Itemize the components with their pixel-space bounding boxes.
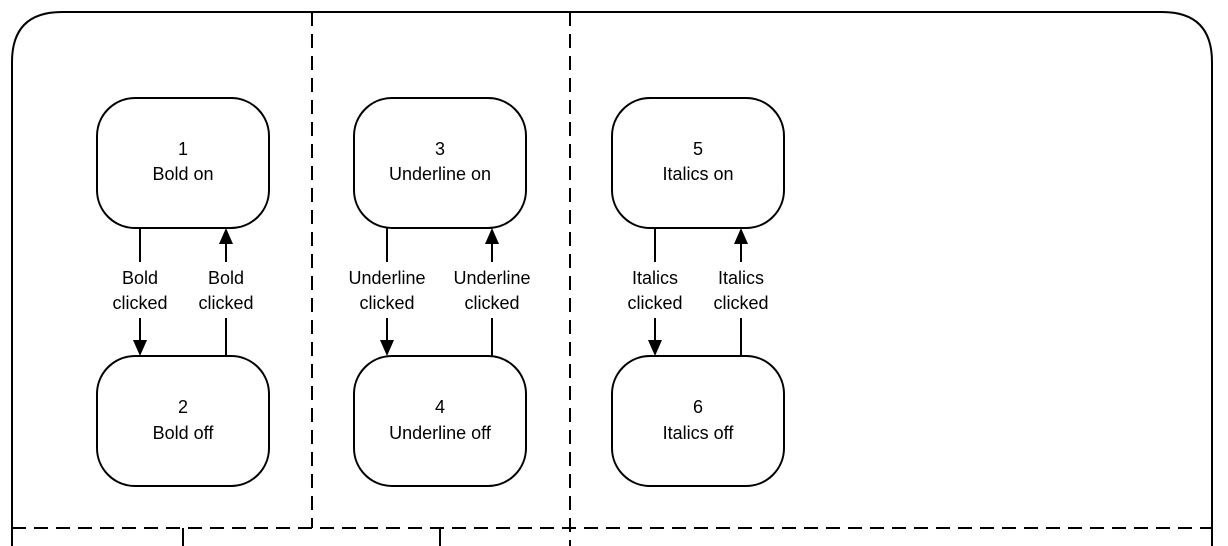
event-label: Italics	[718, 268, 764, 288]
state-number: 2	[178, 397, 188, 417]
state-number: 3	[435, 139, 445, 159]
event-label: Bold	[122, 268, 158, 288]
state-label: Bold off	[153, 423, 215, 443]
arrowhead-down	[648, 340, 662, 356]
state-box-underline-off	[353, 355, 527, 487]
state-number: 4	[435, 397, 445, 417]
outer-frame	[11, 11, 1213, 546]
state-label: Italics off	[663, 423, 735, 443]
event-label: clicked	[198, 293, 253, 313]
event-label: clicked	[112, 293, 167, 313]
event-label: clicked	[464, 293, 519, 313]
state-label: Italics on	[662, 164, 733, 184]
state-label: Underline off	[389, 423, 492, 443]
arrowhead-up	[485, 228, 499, 244]
arrowhead-up	[734, 228, 748, 244]
event-label: clicked	[627, 293, 682, 313]
state-label: Underline on	[389, 164, 491, 184]
state-box-italics-on	[611, 97, 785, 229]
arrowhead-up	[219, 228, 233, 244]
event-label: Bold	[208, 268, 244, 288]
state-number: 5	[693, 139, 703, 159]
state-number: 6	[693, 397, 703, 417]
event-label: Italics	[632, 268, 678, 288]
state-box-bold-off	[96, 355, 270, 487]
state-label: Bold on	[152, 164, 213, 184]
state-box-italics-off	[611, 355, 785, 487]
event-label: clicked	[359, 293, 414, 313]
arrowhead-down	[380, 340, 394, 356]
bold-state-group: 1 Bold on 2 Bold off Bold clicked Bold c…	[96, 97, 270, 487]
event-label: Underline	[348, 268, 425, 288]
underline-state-group: 3 Underline on 4 Underline off Underline…	[348, 97, 531, 487]
event-label: Underline	[453, 268, 530, 288]
arrowhead-down	[133, 340, 147, 356]
state-box-underline-on	[353, 97, 527, 229]
italics-state-group: 5 Italics on 6 Italics off Italics click…	[611, 97, 785, 487]
state-box-bold-on	[96, 97, 270, 229]
event-label: clicked	[713, 293, 768, 313]
state-number: 1	[178, 139, 188, 159]
